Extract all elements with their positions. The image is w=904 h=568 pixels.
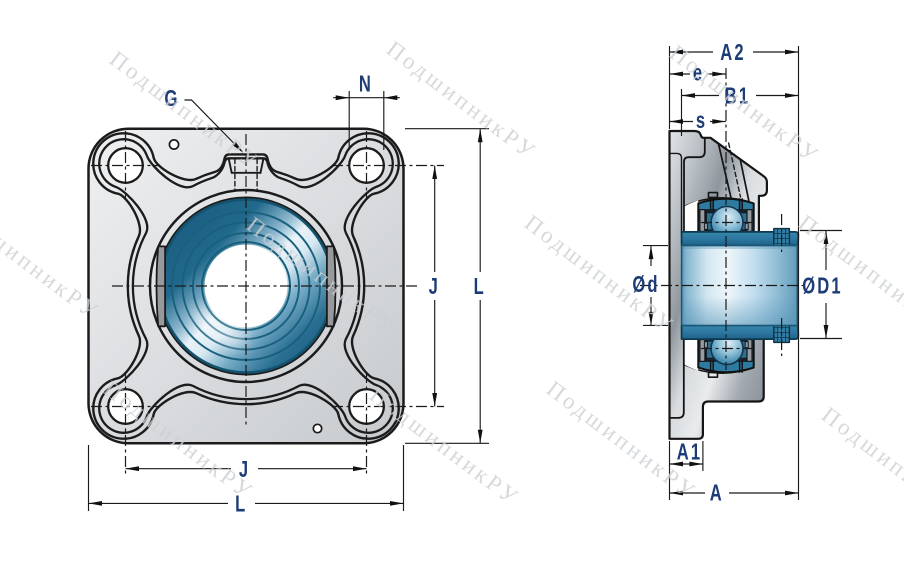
- svg-text:G: G: [164, 85, 179, 111]
- svg-text:N: N: [359, 72, 373, 97]
- svg-text:ØD1: ØD1: [802, 274, 843, 299]
- svg-text:A1: A1: [677, 440, 702, 465]
- svg-text:J: J: [239, 457, 250, 482]
- svg-text:A: A: [710, 481, 724, 506]
- svg-text:L: L: [235, 492, 247, 517]
- svg-text:s: s: [696, 108, 707, 133]
- svg-text:A2: A2: [720, 40, 745, 65]
- svg-text:B1: B1: [725, 84, 750, 109]
- svg-text:J: J: [429, 275, 440, 300]
- svg-text:e: e: [693, 61, 704, 86]
- svg-text:L: L: [474, 275, 486, 300]
- svg-text:Ød: Ød: [632, 272, 659, 297]
